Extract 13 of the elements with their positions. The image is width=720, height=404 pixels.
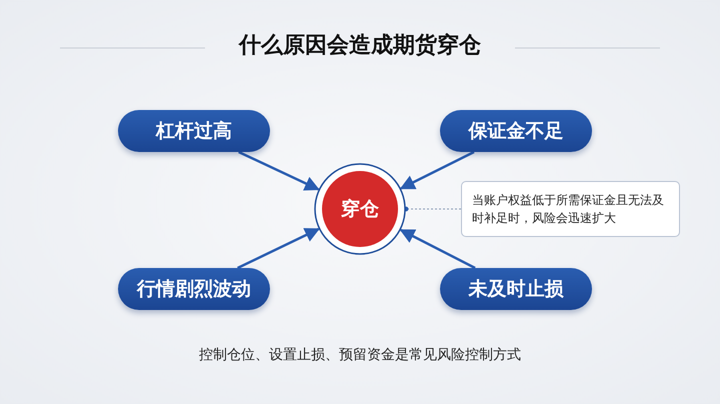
result-circle: 穿仓 — [314, 163, 406, 255]
cause-pill: 杠杆过高 — [118, 110, 270, 152]
title: 什么原因会造成期货穿仓 — [237, 32, 482, 60]
cause-pill: 行情剧烈波动 — [118, 268, 270, 310]
cause-pill: 保证金不足 — [440, 110, 592, 152]
caption: 控制仓位、设置止损、预留资金是常见风险控制方式 — [198, 346, 522, 364]
cause-pill: 未及时止损 — [440, 268, 592, 310]
arrow — [400, 228, 476, 270]
arrow — [238, 150, 320, 191]
arrow — [237, 228, 320, 270]
leader-line — [404, 206, 462, 212]
arrow — [400, 150, 475, 190]
note-box: 当账户权益低于所需保证金且无法及时补足时，风险会迅速扩大 — [461, 181, 680, 237]
